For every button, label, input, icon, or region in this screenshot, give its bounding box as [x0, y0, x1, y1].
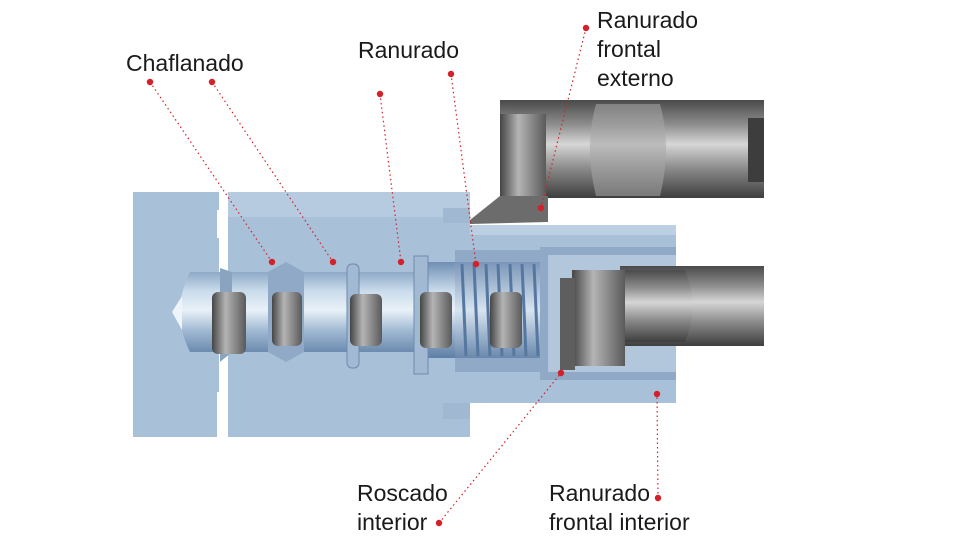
leader-chaflanado-1 — [149, 81, 273, 263]
label-ranurado-frontal-interior: Ranurado frontal interior — [549, 479, 690, 537]
insert-groove-1 — [350, 294, 382, 346]
insert-chamfer-1 — [212, 292, 246, 354]
marker-dot — [537, 204, 545, 212]
slot-gap-bottom — [217, 392, 228, 437]
leader-frontal-int — [656, 393, 659, 499]
marker-dot — [472, 260, 480, 268]
inner-tool-holder — [560, 266, 764, 370]
marker-dot — [654, 494, 662, 502]
marker-dot — [268, 258, 276, 266]
label-line: Roscado — [357, 480, 448, 506]
marker-dot — [146, 78, 154, 86]
leader-roscado — [438, 372, 562, 524]
leader-ranurado-1 — [379, 93, 402, 263]
inner-tool-nose — [620, 270, 693, 342]
face-groove-bottom — [443, 403, 470, 419]
leader-chaflanado-2 — [211, 81, 334, 263]
insert-groove-2 — [420, 292, 452, 348]
thread-top-wall — [455, 250, 540, 262]
insert-chamfer-2 — [272, 292, 302, 346]
marker-dot — [653, 390, 661, 398]
label-line: Ranurado — [549, 480, 651, 506]
thread-bottom-wall — [455, 358, 540, 372]
leader-ranurado-2 — [450, 73, 477, 265]
slot-gap-top — [217, 210, 228, 238]
label-line: Ranurado — [597, 7, 699, 33]
tool-inserts — [212, 292, 522, 354]
insert-thread — [490, 292, 522, 348]
label-line: frontal interior — [549, 509, 690, 535]
marker-dot — [376, 90, 384, 98]
outer-tool-holder — [470, 100, 764, 224]
marker-dot — [208, 78, 216, 86]
outer-tool-head — [500, 114, 546, 196]
chamfer-tip — [172, 296, 182, 330]
marker-dot — [329, 258, 337, 266]
label-chaflanado: Chaflanado — [126, 50, 244, 76]
leader-lines — [149, 27, 659, 524]
outer-tool-end — [748, 118, 764, 182]
face-groove-top — [443, 208, 470, 223]
bore-cavity — [180, 262, 455, 358]
marker-dot — [435, 519, 443, 527]
workpiece-top-face — [228, 192, 470, 217]
inner-tool-edge — [560, 278, 575, 370]
marker-dot — [447, 70, 455, 78]
marker-dot — [557, 369, 565, 377]
workpiece-right-top-face — [470, 225, 676, 235]
label-markers — [146, 24, 662, 527]
outer-tool-neck — [590, 104, 666, 196]
marker-dot — [582, 24, 590, 32]
label-roscado-interior: Roscado interior — [357, 479, 448, 537]
label-ranurado: Ranurado — [358, 37, 460, 63]
outer-tool-blade — [470, 196, 548, 224]
marker-dot — [397, 258, 405, 266]
label-line: frontal — [597, 36, 661, 62]
label-line: externo — [597, 65, 674, 91]
label-line: interior — [357, 509, 428, 535]
label-ranurado-frontal-externo: Ranurado frontal externo — [597, 6, 698, 93]
inner-tool-insert — [572, 270, 625, 366]
